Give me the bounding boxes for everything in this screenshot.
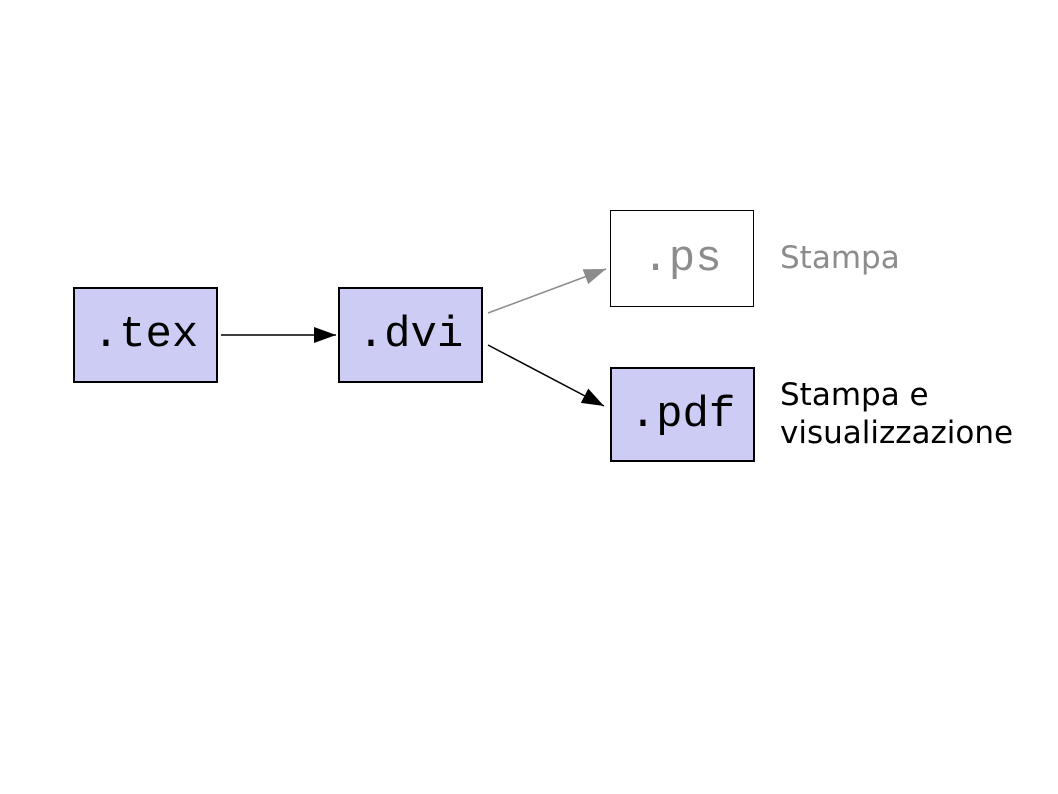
annotation-pdf-text: Stampa e visualizzazione xyxy=(780,377,1014,451)
node-ps: .ps xyxy=(610,210,754,307)
node-dvi: .dvi xyxy=(338,287,483,383)
annotation-ps-text: Stampa xyxy=(780,239,900,276)
node-pdf: .pdf xyxy=(610,367,755,462)
node-pdf-label: .pdf xyxy=(629,389,736,440)
node-tex: .tex xyxy=(73,287,218,383)
node-ps-label: .ps xyxy=(642,233,722,284)
annotation-pdf: Stampa e visualizzazione xyxy=(780,367,1025,462)
annotation-ps: Stampa xyxy=(780,210,1040,307)
arrow-dvi-to-pdf xyxy=(487,344,605,407)
node-tex-label: .tex xyxy=(92,310,199,360)
node-dvi-label: .dvi xyxy=(357,310,464,360)
arrow-dvi-to-ps xyxy=(487,268,607,314)
